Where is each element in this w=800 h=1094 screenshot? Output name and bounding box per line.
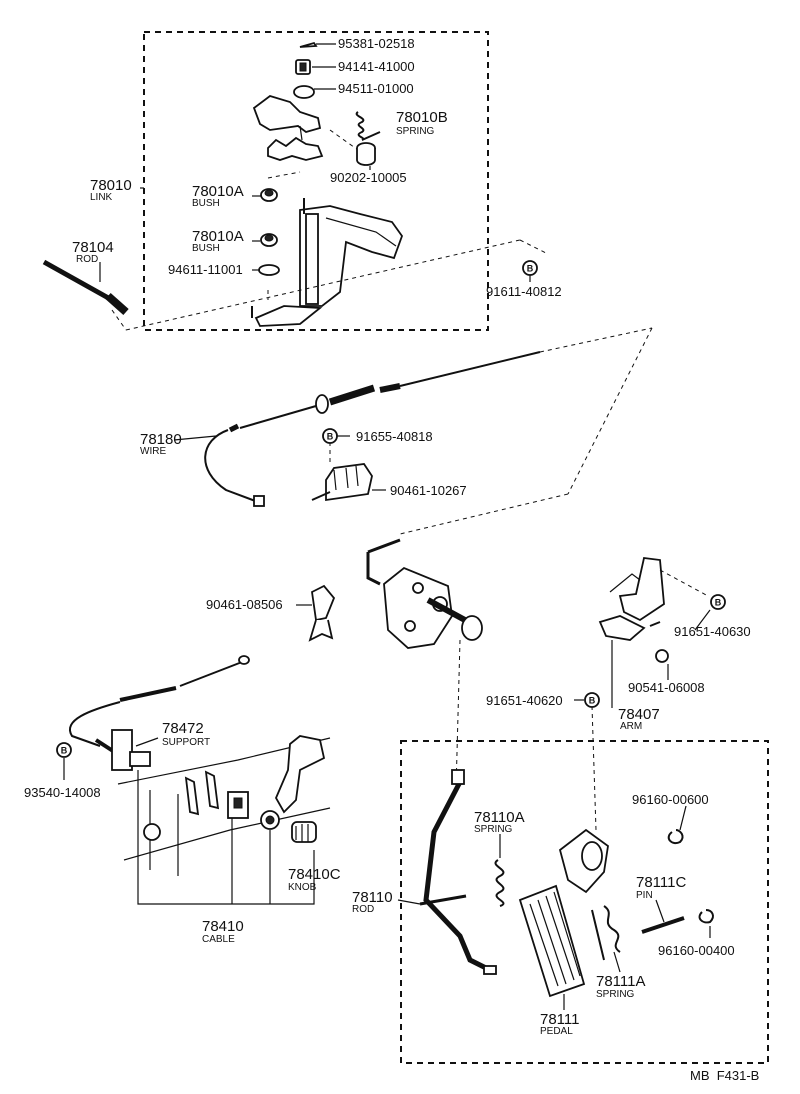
label-78410-name: CABLE [202,934,235,945]
label-78110A-name: SPRING [474,824,513,835]
bolt-marker-93540: B [56,742,72,758]
label-78410C: 78410C [288,866,341,883]
label-78104-name: ROD [76,254,98,265]
label-78110: 78110 [352,889,393,906]
bolt-marker-91651-40630: B [710,594,726,610]
clip-95381-shape [299,41,318,48]
label-78407-name: ARM [620,721,642,732]
label-78010A-lower: 78010A [192,228,244,245]
svg-text:B: B [61,746,68,756]
label-78407: 78407 [618,706,660,723]
label-78010-name: LINK [90,192,113,203]
label-78180: 78180 [140,431,182,448]
label-78010A-lower-name: BUSH [192,243,220,254]
arm-78407-shape [598,557,669,663]
pedal-pivot-block-shape [558,828,609,894]
bolt-marker-91655: B [322,428,338,444]
label-78410: 78410 [202,918,244,935]
knob-78410C-shape [291,821,317,843]
label-78472: 78472 [162,720,204,737]
label-96160-00400: 96160-00400 [658,943,735,958]
link-plate-shape [252,95,324,161]
label-94611: 94611-11001 [168,262,243,277]
washer-94511-shape [293,85,315,99]
collar-90202-shape [356,142,376,166]
clamp-90461-08506-shape [308,584,336,642]
label-90461-10267: 90461-10267 [390,483,467,498]
label-78472-name: SUPPORT [162,737,210,748]
label-78111C-name: PIN [636,890,653,901]
ring-nut-shape [260,810,280,830]
pivot-bracket-shape [366,538,483,649]
cable-plate-shape [227,791,249,819]
rod-78110-shape [419,769,497,975]
label-78111A-name: SPRING [596,989,635,1000]
washer-94611-shape [258,264,280,276]
label-95381: 95381-02518 [338,36,415,51]
cable-leader-bracket [137,770,315,905]
label-78010A-upper: 78010A [192,183,244,200]
bush-78010A-upper-shape [260,188,278,202]
spring-78010B-shape [355,111,381,141]
label-78010A-upper-name: BUSH [192,198,220,209]
spring-78110A-shape [494,859,505,907]
label-78010: 78010 [90,177,132,194]
label-78110-name: ROD [352,904,374,915]
pedal-78111-shape [518,884,586,998]
label-90202: 90202-10005 [330,170,407,185]
label-78410C-name: KNOB [288,882,317,893]
svg-text:B: B [327,432,334,442]
label-93540: 93540-14008 [24,785,101,800]
svg-text:B: B [527,264,534,274]
clip-96160-00400-shape [698,909,714,924]
leader-lines [63,43,711,1010]
label-78110A: 78110A [474,809,525,826]
bolt-marker-91651-40620: B [584,692,600,708]
pedal-assembly-box [400,740,769,1064]
label-78111: 78111 [540,1011,580,1028]
svg-text:B: B [715,598,722,608]
label-78111A: 78111A [596,973,646,990]
label-91651-40630: 91651-40630 [674,624,751,639]
rod-78104-shape [42,259,129,315]
label-78010B: 78010B [396,109,448,126]
wire-78180-shape [204,351,541,507]
label-94511: 94511-01000 [338,81,414,96]
link-bracket-shape [251,198,404,327]
bolt-marker-91611: B [522,260,538,276]
bush-78010A-lower-shape [260,233,278,247]
clamp-90461-10267-shape [311,463,373,502]
dash-panel-shape [117,735,331,876]
label-90461-08506: 90461-08506 [206,597,283,612]
svg-text:B: B [589,696,596,706]
label-91655: 91655-40818 [356,429,433,444]
label-96160-00600: 96160-00600 [632,792,709,807]
footer-code: MB F431-B [690,1068,759,1083]
clip-96160-00600-shape [667,829,684,844]
label-91611: 91611-40812 [486,284,562,299]
label-78111-name: PEDAL [540,1026,573,1037]
label-94141: 94141-41000 [338,59,415,74]
cable-78410-shape [69,655,250,771]
label-91651-40620: 91651-40620 [486,693,563,708]
label-78104: 78104 [72,239,114,256]
label-78180-name: WIRE [140,446,166,457]
nut-94141-shape [295,59,311,75]
label-90541: 90541-06008 [628,680,705,695]
spring-78111A-shape [591,905,621,961]
pin-78111C-shape [641,916,685,934]
label-78111C: 78111C [636,874,686,891]
label-78010B-name: SPRING [396,126,435,137]
link-assembly-box [143,31,489,331]
